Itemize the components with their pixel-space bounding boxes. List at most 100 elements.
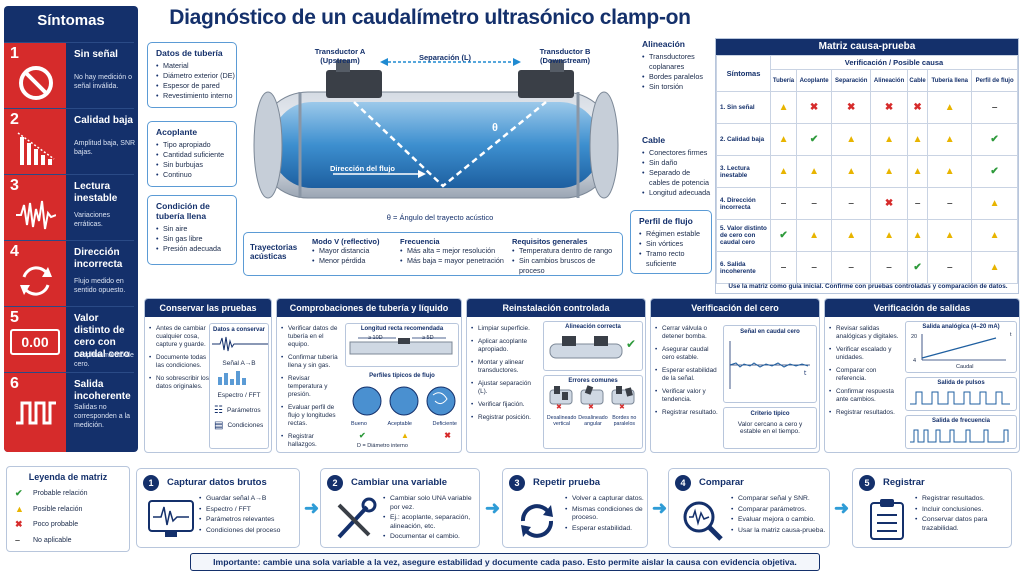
- common-errors-panel: Errores comunes ✖✖✖ Desalineado vertical…: [543, 375, 643, 449]
- zero-display: 0.00: [10, 329, 60, 355]
- section-title: Reinstalación controlada: [467, 299, 645, 317]
- matrix-column-header: Tubería llena: [927, 69, 973, 92]
- symptom-item: 6 Salida incoherente Salidas no correspo…: [4, 372, 134, 452]
- output-check-section: Verificación de salidas Revisar salidas …: [824, 298, 1020, 453]
- matrix-row-header: Síntomas: [716, 55, 771, 92]
- diameter-note: D = Diámetro interno: [357, 443, 408, 449]
- dash-icon: –: [811, 262, 817, 273]
- step-title: Comparar: [699, 477, 744, 488]
- symptom-desc: No hay medición o señal inválida.: [74, 74, 132, 90]
- step-item: Parámetros relevantes: [199, 516, 297, 525]
- frequency-output-plot: [910, 429, 1009, 443]
- step-title: Capturar datos brutos: [167, 477, 267, 488]
- matrix-row-label: 3. Lectura inestable: [716, 155, 771, 188]
- legend-label: Poco probable: [33, 521, 79, 528]
- matrix-legend: Leyenda de matriz ✔Probable relación▲Pos…: [6, 466, 130, 552]
- prohibited-icon: [19, 66, 53, 100]
- cable-box: Cable Conectores firmesSin dañoSeparado …: [634, 130, 712, 204]
- important-note: Importante: cambie una sola variable a l…: [190, 553, 820, 571]
- warning-icon: ▲: [989, 262, 1000, 273]
- full-pipe-box: Condición de tubería llena Sin aireSin g…: [147, 195, 237, 265]
- step-title: Cambiar una variable: [351, 477, 448, 488]
- symptom-desc: Amplitud baja, SNR bajas.: [74, 140, 136, 156]
- low-signal-bars-icon: [17, 132, 55, 165]
- section-title: Comprobaciones de tubería y líquido: [277, 299, 461, 317]
- step-item: Esperar estabilidad.: [565, 525, 645, 534]
- acoustic-paths-box: Trayectorias acústicas Modo V (reflectiv…: [243, 232, 623, 276]
- warning-icon: ▲: [912, 166, 923, 177]
- pulse-output-panel: Salida de pulsos: [905, 377, 1017, 411]
- cross-icon: ✖: [15, 519, 23, 529]
- matrix-row-label: 4. Dirección incorrecta: [716, 187, 771, 220]
- matrix-row-label: 2. Calidad baja: [716, 123, 771, 156]
- typical-criterion-panel: Criterio típico Valor cercano a cero y e…: [723, 407, 817, 449]
- cross-icon: ✖: [444, 431, 451, 440]
- legend-item: ✔Probable relación: [15, 488, 129, 499]
- theta-note: θ = Ángulo del trayecto acústico: [386, 213, 494, 222]
- cross-icon: ✖: [913, 102, 922, 113]
- step-item: Espectro / FFT: [199, 506, 297, 515]
- symptom-item: 5 0.00 Valor distinto de cero con caudal…: [4, 306, 134, 373]
- step-item: Condiciones del proceso: [199, 527, 297, 536]
- warning-icon: ▲: [401, 431, 409, 440]
- dash-icon: –: [811, 198, 817, 209]
- step-title: Registrar: [883, 477, 925, 488]
- warning-icon: ▲: [944, 102, 955, 113]
- step-item: Mismas condiciones de proceso.: [565, 506, 645, 523]
- matrix-row: 2. Calidad baja▲✔▲▲▲▲✔: [716, 123, 1018, 156]
- alignment-box: Alineación Transductores coplanaresBorde…: [634, 34, 712, 124]
- unstable-wave-icon: [16, 200, 56, 230]
- dash-icon: –: [780, 198, 787, 209]
- warning-icon: ▲: [778, 102, 789, 113]
- frequency-output-panel: Salida de frecuencia: [905, 415, 1017, 449]
- warning-icon: ▲: [989, 230, 1000, 241]
- matrix-title: Matriz causa-prueba: [716, 39, 1018, 55]
- warning-icon: ▲: [778, 134, 789, 145]
- dash-icon: –: [886, 262, 892, 273]
- matrix-row-label: 5. Valor distinto de cero con caudal cer…: [716, 219, 771, 252]
- flow-profile-box: Perfil de flujo Régimen estableSin vórti…: [630, 210, 712, 274]
- matrix-column-header: Perfil de flujo: [971, 69, 1018, 92]
- legend-item: –No aplicable: [15, 535, 129, 545]
- pulse-output-plot: [910, 391, 1010, 405]
- warning-icon: ▲: [846, 134, 857, 145]
- straight-length-panel: Longitud recta recomendada ≥ 10D ≥ 5D: [345, 323, 459, 367]
- zero-signal-plot: t: [729, 341, 810, 389]
- dash-icon: –: [946, 198, 953, 209]
- symptom-number: 6: [10, 375, 19, 392]
- paths-title: Trayectorias acústicas: [250, 243, 298, 261]
- svg-text:✖: ✖: [556, 403, 562, 410]
- error-label: Bordes no paralelos: [612, 415, 637, 427]
- matrix-row: 3. Lectura inestable▲▲▲▲▲▲✔: [716, 155, 1018, 188]
- legend-item: ▲Posible relación: [15, 504, 129, 514]
- box-title: Acoplante: [156, 127, 198, 137]
- box-title: Condición de tubería llena: [156, 201, 210, 221]
- step-number: 2: [327, 475, 343, 491]
- warning-icon: ▲: [944, 230, 955, 241]
- dash-icon: –: [914, 198, 921, 209]
- symptom-number: 3: [10, 177, 19, 194]
- step-item: Registrar resultados.: [915, 495, 1009, 504]
- dash-icon: –: [848, 198, 854, 209]
- flow-profiles-sketch: [352, 386, 456, 416]
- box-title: Perfil de flujo: [639, 216, 693, 226]
- dash-icon: –: [991, 102, 998, 113]
- matrix-row: 5. Valor distinto de cero con caudal cer…: [716, 219, 1018, 252]
- symptom-number: 4: [10, 243, 19, 260]
- symptom-number: 2: [10, 111, 19, 128]
- symptom-item: 3 Lectura inestable Variaciones errática…: [4, 174, 134, 241]
- straight-pipe-sketch: [349, 337, 453, 355]
- symptom-desc: Desplazamiento de cero.: [74, 352, 134, 368]
- warning-icon: ▲: [846, 230, 857, 241]
- misalignment-sketches: ✖✖✖: [549, 385, 635, 411]
- symptom-title: Sin señal: [74, 49, 118, 60]
- matrix-row-label: 1. Sin señal: [716, 91, 771, 124]
- step-number: 3: [509, 475, 525, 491]
- step-number: 1: [143, 475, 159, 491]
- symptoms-sidebar: Síntomas 1 Sin señal No hay medición o s…: [4, 6, 138, 452]
- theta-label: θ: [492, 122, 498, 134]
- zero-check-section: Verificación del cero Cerrar válvula o d…: [650, 298, 820, 453]
- matrix-row: 6. Salida incoherente––––✔–▲: [716, 251, 1018, 284]
- legend-item: ✖ Poco probable: [15, 519, 129, 530]
